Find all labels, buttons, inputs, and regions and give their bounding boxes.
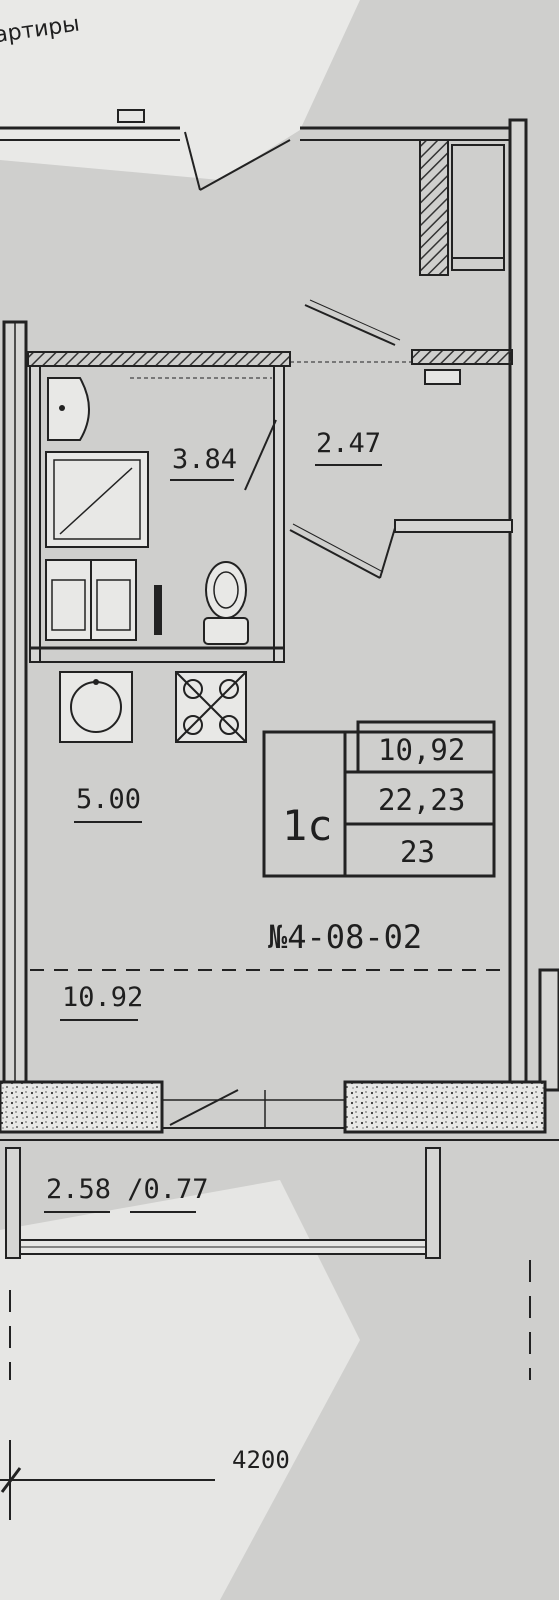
hall bbox=[289, 299, 513, 579]
bathroom-block bbox=[27, 351, 291, 663]
summary-box: 1с 10,92 22,23 23 bbox=[262, 720, 496, 878]
kitchen bbox=[59, 671, 247, 743]
sink-icon bbox=[47, 377, 90, 441]
kitchen-area-label: 5.00 bbox=[76, 784, 141, 815]
towel-rail-icon bbox=[154, 585, 162, 635]
balcony bbox=[5, 1147, 441, 1259]
left-wall bbox=[2, 320, 28, 1094]
balcony-area-label: 2.58 /0.77 bbox=[46, 1174, 209, 1205]
paper-highlight-bottom bbox=[0, 1180, 360, 1600]
total-area-value: 22,23 bbox=[378, 783, 465, 817]
dimension-label: 4200 bbox=[232, 1446, 290, 1474]
living-area-value: 10,92 bbox=[378, 733, 465, 767]
bathroom-area-label: 3.84 bbox=[172, 444, 237, 475]
axis-lines bbox=[0, 1260, 531, 1520]
top-wall bbox=[0, 109, 515, 191]
paper-highlight-top bbox=[0, 0, 360, 180]
bottom-wall bbox=[0, 1080, 559, 1141]
apartment-number: №4-08-02 bbox=[268, 918, 422, 956]
hall-area-label: 2.47 bbox=[316, 428, 381, 459]
room-area-label: 10.92 bbox=[62, 982, 143, 1013]
total-with-balcony-value: 23 bbox=[400, 835, 435, 869]
right-walls bbox=[419, 118, 559, 1092]
apartment-type: 1с bbox=[282, 801, 333, 850]
toilet-icon bbox=[203, 561, 249, 645]
